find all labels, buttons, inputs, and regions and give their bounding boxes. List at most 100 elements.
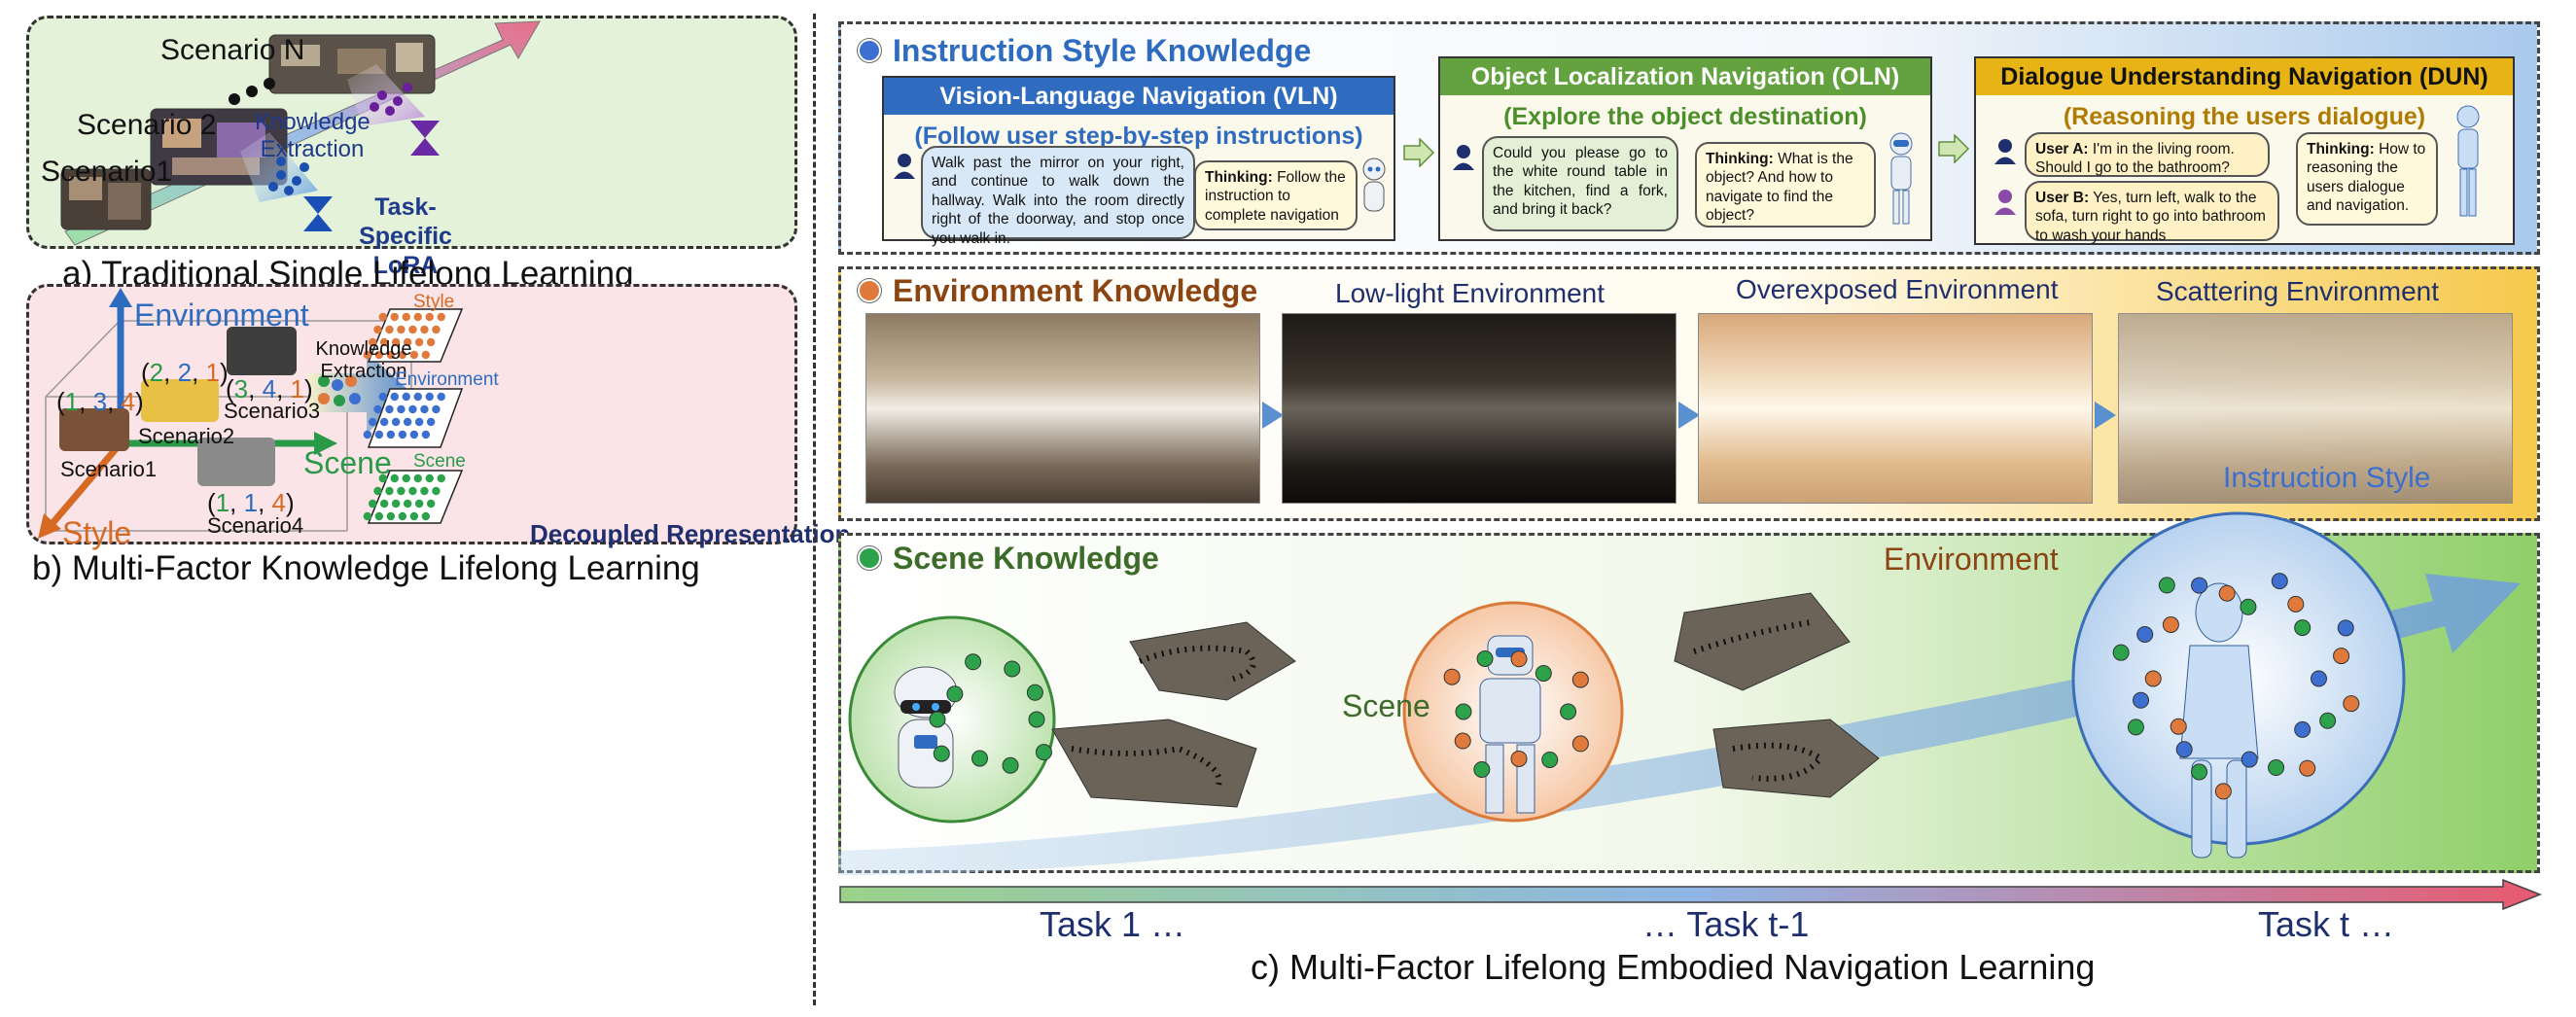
grid-dot <box>374 350 384 360</box>
robot-icon-vln <box>1359 156 1390 218</box>
env-image-low-light <box>1282 313 1676 504</box>
grid-dot <box>397 404 406 414</box>
scenario2-label-b: Scenario2 <box>138 424 235 448</box>
grid-dot <box>386 350 396 360</box>
grid-dot <box>425 473 434 483</box>
grid-environment-label: Environment <box>395 369 499 390</box>
grid-dot <box>402 312 410 322</box>
grid-dot <box>425 312 434 322</box>
knowledge-dot <box>2268 759 2285 777</box>
scenario4-label-b: Scenario4 <box>207 513 304 538</box>
grid-dot <box>398 511 407 521</box>
knowledge-dot <box>2136 626 2154 644</box>
user-b-icon <box>1994 189 2017 216</box>
vln-thinking-bubble: Thinking: Follow the instruction to comp… <box>1194 160 1358 230</box>
scenario1-map-b <box>59 408 129 451</box>
scenario1-label-b: Scenario1 <box>60 457 158 481</box>
grid-dot <box>398 430 407 439</box>
grid-dot <box>374 511 384 521</box>
robot-humanoid <box>2179 582 2259 859</box>
knowledge-dot <box>1454 732 1471 750</box>
overexposed-label: Overexposed Environment <box>1736 274 2059 304</box>
knowledge-dot <box>2343 695 2360 713</box>
knowledge-dot <box>2158 577 2175 594</box>
instruction-style-overlay: Instruction Style <box>2223 462 2431 494</box>
grid-dot <box>413 473 422 483</box>
scenario-2-label: Scenario 2 <box>77 109 217 141</box>
lora-label: Task-Specific LoRA <box>359 193 452 279</box>
timeline-arrow <box>839 879 2543 910</box>
knowledge-dot <box>2191 577 2208 594</box>
knowledge-dot <box>2287 595 2305 613</box>
grid-dot <box>391 417 401 427</box>
grid-dot <box>374 430 384 439</box>
task-1-label: Task 1 … <box>1040 904 1186 944</box>
knowledge-dot <box>2144 670 2162 687</box>
caption-c: c) Multi-Factor Lifelong Embodied Naviga… <box>1251 947 2096 987</box>
env-arrow-2 <box>1678 402 1700 429</box>
grid-dot <box>432 325 441 334</box>
scene-map-1 <box>1129 621 1296 701</box>
dun-user-b-bubble: User B: Yes, turn left, walk to the sofa… <box>2025 181 2279 244</box>
grid-dot <box>409 511 419 521</box>
coord-scenario4: (1, 1, 4) <box>207 488 295 517</box>
knowledge-dot <box>2311 670 2327 687</box>
knowledge-dot <box>2294 720 2311 738</box>
knowledge-dot <box>1476 650 1494 668</box>
scene-map-4 <box>1712 719 1880 798</box>
axis-environment-label: Environment <box>134 298 309 333</box>
grid-dot <box>426 417 436 427</box>
knowledge-dot <box>2294 619 2311 637</box>
grid-dot <box>426 337 436 347</box>
knowledge-dot <box>2240 598 2257 615</box>
oln-header: Object Localization Navigation (OLN) <box>1440 58 1930 95</box>
grid-dot <box>378 392 387 402</box>
dun-thinking-bubble: Thinking: How to reasoning the users dia… <box>2296 132 2438 226</box>
grid-dot <box>408 325 417 334</box>
grid-dot <box>402 473 410 483</box>
knowledge-dot <box>1510 650 1528 668</box>
knowledge-dot <box>2162 615 2179 633</box>
environment-title: Environment Knowledge <box>893 273 1258 308</box>
knowledge-dot <box>971 750 989 767</box>
axis-style-label: Style <box>62 515 132 550</box>
scenario-1-label: Scenario1 <box>41 156 173 188</box>
knowledge-dot <box>1028 711 1045 728</box>
coord-scenario3: (3, 4, 1) <box>226 374 313 403</box>
robot-icon-dun <box>2447 103 2489 220</box>
scene-dot <box>858 546 881 570</box>
knowledge-dot <box>1560 703 1577 720</box>
grid-dot <box>391 337 401 347</box>
user-icon <box>1452 144 1475 171</box>
environment-dot <box>858 279 881 302</box>
knowledge-extraction-label-a: Knowledge Extraction <box>255 109 371 162</box>
grid-dot <box>409 350 419 360</box>
knowledge-dot <box>2112 644 2130 661</box>
grid-dot <box>379 499 389 508</box>
grid-dot <box>385 486 394 496</box>
panel-b-axes <box>38 288 464 539</box>
panel-divider <box>813 14 816 1005</box>
knowledge-dot <box>1035 744 1052 761</box>
knowledge-dot <box>965 653 982 671</box>
scenario3-map-b <box>227 327 297 375</box>
grid-dot <box>403 337 412 347</box>
grid-dot <box>378 473 387 483</box>
knowledge-dot <box>2333 648 2350 665</box>
lora-hourglass-blue <box>303 196 333 231</box>
knowledge-dot <box>1571 735 1589 753</box>
dun-header: Dialogue Understanding Navigation (DUN) <box>1976 58 2513 95</box>
oln-thinking-bubble: Thinking: What is the object? And how to… <box>1695 142 1876 228</box>
axis-scene-label: Scene <box>303 445 392 480</box>
knowledge-dot <box>2299 759 2316 777</box>
scenario-n-label: Scenario N <box>160 34 305 66</box>
grid-dot <box>391 499 401 508</box>
grid-dot <box>385 404 394 414</box>
knowledge-extraction-label-b: Knowledge Extraction <box>315 338 412 382</box>
knowledge-dot <box>1571 671 1589 688</box>
grid-dot <box>413 392 422 402</box>
knowledge-dot <box>1473 761 1491 779</box>
dun-user-a-bubble: User A: I'm in the living room. Should I… <box>2025 132 2270 177</box>
scene-circle-green <box>848 615 1056 824</box>
grid-dot <box>420 325 429 334</box>
